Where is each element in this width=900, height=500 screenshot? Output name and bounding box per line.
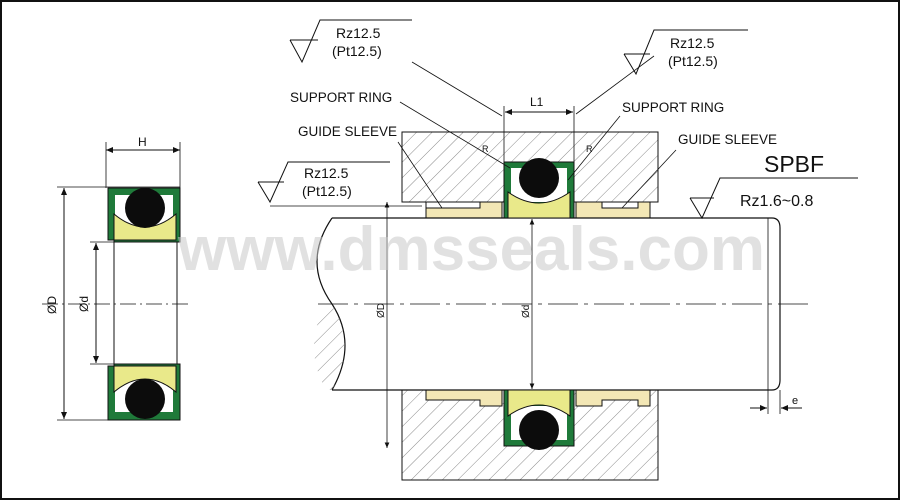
radius-label-left: R <box>482 144 489 154</box>
label-support-ring-left: SUPPORT RING <box>290 90 392 105</box>
dim-od-label: ØD <box>45 296 59 314</box>
install-od-label: ØD <box>376 303 387 318</box>
label-guide-sleeve-right: GUIDE SLEEVE <box>678 132 777 147</box>
surface-finish-left: Rz12.5 (Pt12.5) <box>257 161 422 207</box>
seal-section-bottom <box>107 363 181 421</box>
dim-l1-label: L1 <box>530 95 544 109</box>
surface-finish-top-right: Rz12.5 (Pt12.5) <box>575 29 748 115</box>
dim-h-label: H <box>138 135 147 149</box>
seal-section-view: H ØD Ød <box>42 135 188 421</box>
guide-sleeve-right-bottom <box>575 389 651 407</box>
label-guide-sleeve-left: GUIDE SLEEVE <box>298 124 397 139</box>
svg-text:(Pt12.5): (Pt12.5) <box>332 43 382 59</box>
seal-section-top <box>107 187 181 243</box>
finish-check-icon <box>289 19 412 64</box>
svg-text:(Pt12.5): (Pt12.5) <box>302 183 352 199</box>
surface-finish-shaft: Rz1.6~0.8 <box>689 177 858 220</box>
surface-finish-top-left: Rz12.5 (Pt12.5) <box>289 19 503 117</box>
shaft-finish-label: Rz1.6~0.8 <box>740 193 813 210</box>
svg-text:(Pt12.5): (Pt12.5) <box>668 53 718 69</box>
radius-label-right: R <box>586 144 593 154</box>
seal-installed-top <box>503 158 575 219</box>
svg-text:Rz12.5: Rz12.5 <box>336 25 381 41</box>
finish-check-icon <box>623 29 748 76</box>
install-id-label: Ød <box>521 305 532 318</box>
watermark-text: www.dmsseals.com <box>177 215 765 284</box>
seal-installed-bottom <box>503 389 575 450</box>
svg-text:Rz12.5: Rz12.5 <box>670 35 715 51</box>
svg-text:Rz12.5: Rz12.5 <box>304 165 349 181</box>
o-ring-section <box>125 188 165 228</box>
dim-e-label: e <box>792 395 798 407</box>
installation-view: L1 R R ØD Ød e <box>314 95 808 481</box>
label-support-ring-right: SUPPORT RING <box>622 100 724 115</box>
product-code: SPBF <box>764 151 824 177</box>
